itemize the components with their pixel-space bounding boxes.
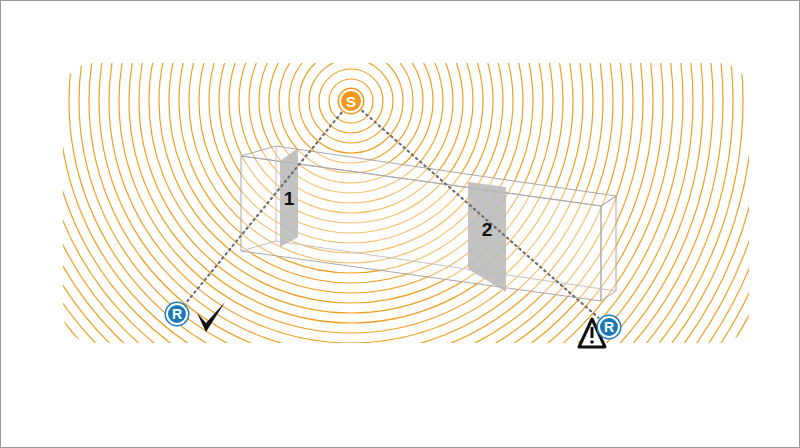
node-letter: R bbox=[604, 320, 614, 334]
source-circle: S bbox=[339, 89, 363, 113]
receiver-circle: R bbox=[598, 316, 620, 338]
callout-number: 1 bbox=[284, 189, 295, 208]
node-letter: S bbox=[346, 94, 356, 109]
sound-path bbox=[186, 113, 342, 304]
sound-path bbox=[362, 111, 598, 318]
receiver-circle: R bbox=[166, 303, 188, 325]
check-mark bbox=[197, 302, 225, 332]
panel-1 bbox=[280, 148, 298, 247]
node-letter: R bbox=[172, 307, 182, 321]
callout-number: 2 bbox=[482, 220, 493, 239]
panel-2 bbox=[468, 182, 506, 292]
